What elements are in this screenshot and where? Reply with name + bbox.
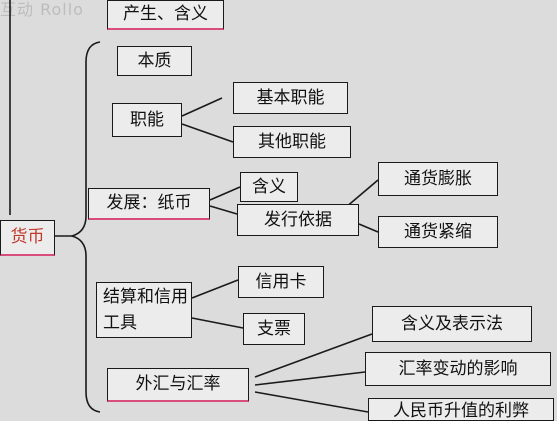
node-other-functions: 其他职能 [233, 126, 351, 158]
node-credit-card: 信用卡 [238, 266, 324, 298]
node-development: 发展：纸币 [88, 188, 210, 220]
settlement-to-card-line [191, 279, 239, 299]
node-origin: 产生、含义 [107, 0, 224, 30]
forex-to-rmb-line [254, 391, 369, 413]
node-root-currency: 货币 [0, 220, 55, 256]
root-label: 货币 [10, 227, 45, 248]
node-check: 支票 [243, 313, 305, 345]
node-forex-meaning: 含义及表示法 [372, 306, 532, 342]
forex-to-impact-line [254, 371, 366, 386]
node-rate-impact: 汇率变动的影响 [365, 352, 551, 386]
node-forex: 外汇与汇率 [107, 368, 249, 402]
node-issuance-basis: 发行依据 [237, 204, 359, 236]
main-brace [69, 41, 101, 413]
node-rmb-appreciation: 人民币升值的利弊 [368, 398, 554, 421]
node-deflation: 通货紧缩 [378, 216, 498, 248]
development-to-meaning-line [209, 186, 241, 201]
node-functions: 职能 [112, 103, 182, 137]
node-essence: 本质 [117, 46, 192, 76]
functions-to-basic-line [181, 97, 223, 117]
watermark-text: 互动 Rollo [0, 0, 84, 19]
node-inflation: 通货膨胀 [378, 162, 498, 196]
basis-to-inflation-line [344, 179, 379, 209]
node-basic-functions: 基本职能 [233, 82, 348, 114]
functions-to-other-line [181, 123, 234, 143]
development-to-basis-line [209, 205, 238, 215]
basis-to-deflation-line [358, 223, 379, 233]
settlement-to-check-line [191, 317, 244, 329]
node-meaning: 含义 [240, 172, 298, 202]
node-settlement-tools: 结算和信用工具 [96, 282, 192, 338]
forex-to-meaning-line [254, 333, 373, 378]
